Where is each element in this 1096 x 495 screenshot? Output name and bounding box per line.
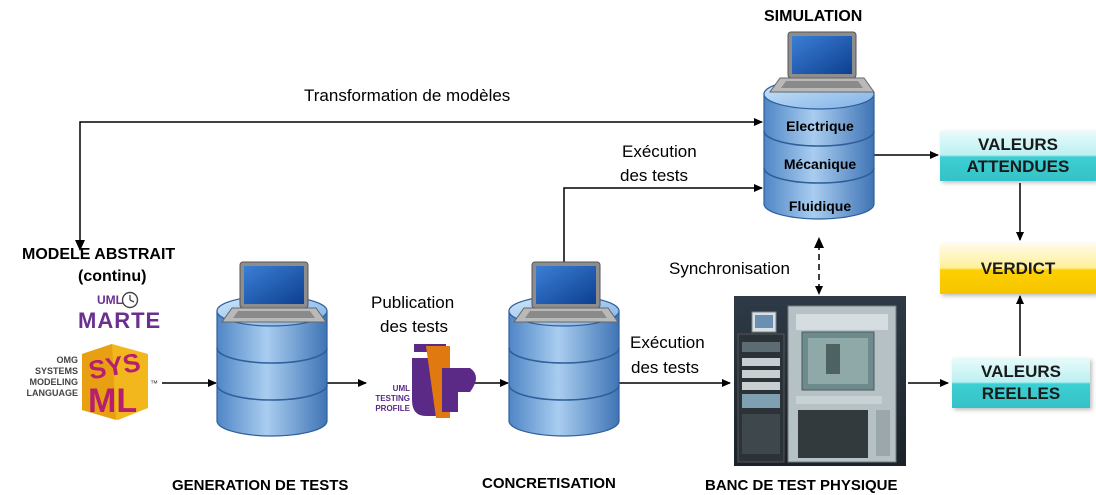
layer-mecanique: Mécanique [783, 156, 857, 172]
generation-laptop-icon [221, 261, 327, 323]
sysml-omg: OMG [56, 355, 79, 365]
execution-bottom-line1: Exécution [630, 333, 705, 352]
modele-abstrait-title: MODELE ABSTRAIT [22, 246, 176, 263]
valeurs-attendues-line1: VALEURS [978, 135, 1058, 154]
simulation-laptop-icon [769, 31, 875, 93]
concretisation-to-simulation-arrow [563, 184, 763, 267]
concretisation-laptop-icon [513, 261, 619, 323]
layer-electrique: Electrique [786, 118, 854, 134]
execution-top-line2: des tests [620, 166, 689, 185]
svg-text:™: ™ [150, 379, 158, 388]
verdict-label: VERDICT [980, 259, 1056, 278]
sysml-language: LANGUAGE [26, 388, 79, 398]
execution-bottom-line2: des tests [631, 358, 700, 377]
generation-title: GENERATION DE TESTS [172, 477, 349, 494]
publication-line2: des tests [380, 317, 449, 336]
layer-fluidique: Fluidique [788, 198, 852, 214]
sysml-modeling: MODELING [29, 377, 79, 387]
synchronisation-label: Synchronisation [669, 259, 790, 278]
clock-icon [121, 291, 139, 309]
test-bench-photo [734, 296, 906, 466]
sysml-systems: SYSTEMS [34, 366, 78, 376]
sysml-logo: SYS ML ™ [82, 344, 158, 420]
utp-uml: UML [392, 384, 410, 393]
valeurs-reelles-line2: REELLES [981, 384, 1061, 403]
transformation-label: Transformation de modèles [304, 86, 511, 105]
utp-logo [412, 344, 476, 418]
uml-marte-uml: UML [97, 293, 123, 307]
concretisation-title: CONCRETISATION [482, 475, 616, 492]
verdict-box: VERDICT [940, 244, 1096, 294]
publication-line1: Publication [371, 293, 455, 312]
execution-top-line1: Exécution [622, 142, 697, 161]
modele-abstrait-subtitle: (continu) [78, 268, 147, 285]
valeurs-attendues-line2: ATTENDUES [966, 157, 1070, 176]
simulation-title: SIMULATION [764, 8, 863, 25]
uml-marte-marte: MARTE [78, 308, 162, 333]
banc-title: BANC DE TEST PHYSIQUE [705, 477, 898, 494]
valeurs-attendues-box: VALEURS ATTENDUES [940, 131, 1096, 181]
utp-testing: TESTING [375, 394, 410, 403]
svg-text:ML: ML [88, 382, 137, 420]
utp-profile: PROFILE [375, 404, 410, 413]
transformation-connector [79, 118, 763, 245]
valeurs-reelles-line1: VALEURS [981, 362, 1061, 381]
valeurs-reelles-box: VALEURS REELLES [952, 358, 1090, 408]
